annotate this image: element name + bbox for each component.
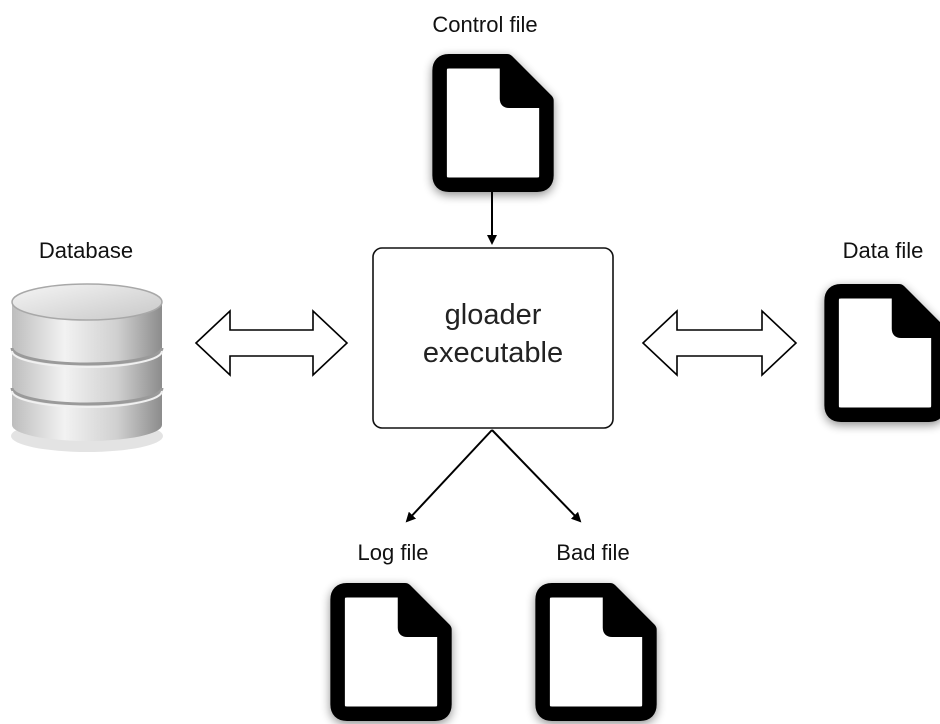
log-file-icon [338, 590, 445, 713]
database-label: Database [39, 238, 133, 263]
database-icon [10, 283, 164, 452]
executable-label-line2: executable [423, 337, 563, 369]
data-file-icon [832, 291, 939, 414]
double-arrow-executable-datafile [641, 309, 798, 377]
control-file-label: Control file [432, 12, 537, 37]
arrow-executable-to-log [405, 429, 493, 523]
executable-label-line1: gloader [445, 299, 542, 331]
control-file-icon [440, 61, 547, 184]
data-file-label: Data file [843, 238, 924, 263]
executable-box: gloader executable [372, 247, 614, 429]
bad-file-label: Bad file [556, 540, 629, 565]
bad-file-icon [543, 590, 650, 713]
arrow-executable-to-bad [491, 429, 582, 523]
log-file-label: Log file [358, 540, 429, 565]
double-arrow-database-executable [194, 309, 349, 377]
